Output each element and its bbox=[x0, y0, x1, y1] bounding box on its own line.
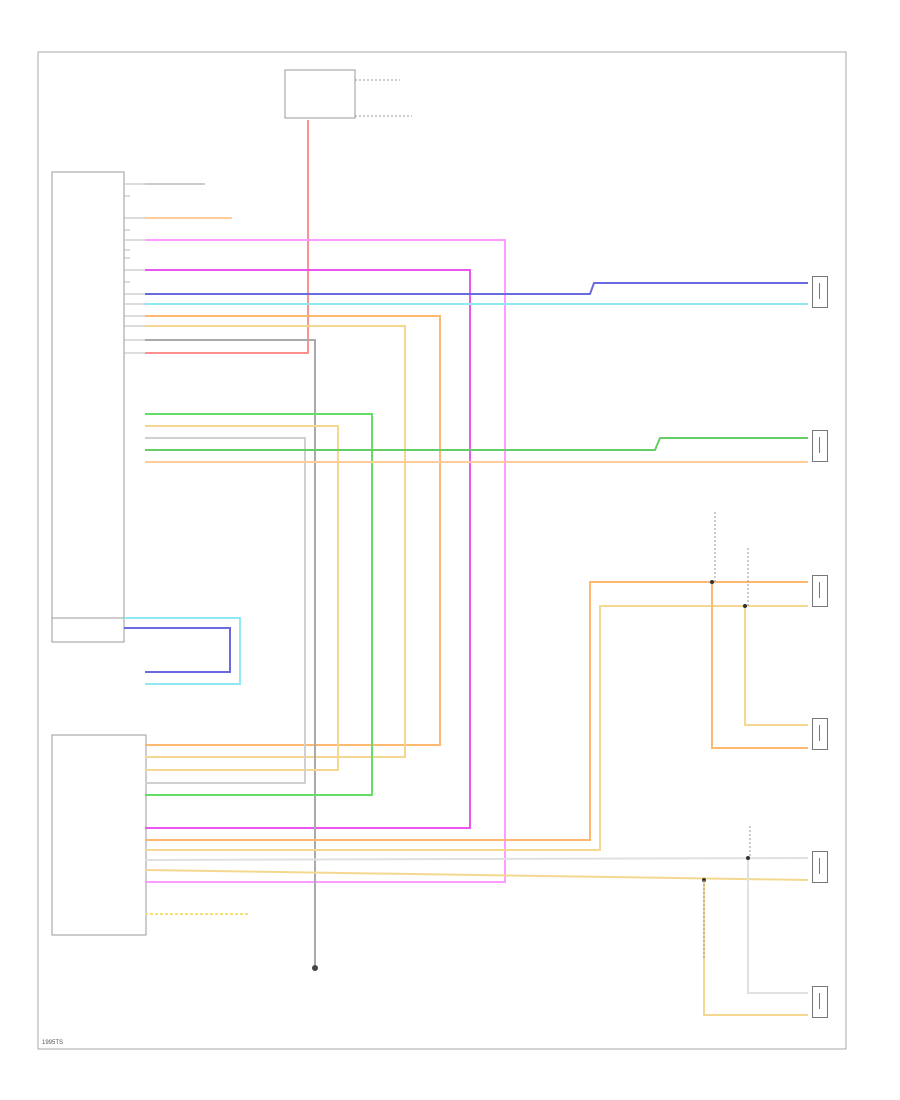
ignition-switch-box bbox=[284, 69, 356, 119]
wire-pink-outer bbox=[145, 239, 506, 883]
speaker-left-rear-lower bbox=[812, 986, 828, 1018]
speaker-left-front bbox=[812, 276, 828, 308]
wire-green-mid bbox=[145, 413, 373, 796]
wire-tan-rear-left bbox=[144, 869, 809, 1016]
speaker-right-rear-lower bbox=[812, 718, 828, 750]
splice-dot bbox=[746, 856, 750, 860]
speaker-right-rear-upper bbox=[812, 575, 828, 607]
wire-tan-rear-right-2 bbox=[744, 606, 808, 726]
footer-code: 1995TS bbox=[42, 1040, 64, 1046]
pin-ticks bbox=[124, 183, 145, 354]
diagram-frame bbox=[37, 51, 847, 1050]
wire-blue-loop bbox=[124, 627, 231, 673]
splice-dot bbox=[743, 604, 747, 608]
ground-point bbox=[312, 965, 318, 971]
wire-tan-1 bbox=[145, 325, 406, 758]
wire-blue-front bbox=[145, 282, 808, 295]
wire-green-front-right bbox=[145, 437, 808, 451]
wire-tan-2 bbox=[145, 425, 339, 771]
wire-cyan-loop bbox=[124, 617, 241, 685]
wire-orange-rear-right bbox=[145, 581, 808, 841]
wire-lightgrey-rear-left bbox=[144, 857, 809, 994]
splice-dot bbox=[710, 580, 714, 584]
wire-grey-ground bbox=[145, 339, 316, 965]
speaker-left-rear-upper bbox=[812, 851, 828, 883]
wire-orange-1 bbox=[145, 315, 441, 746]
radio-box bbox=[51, 171, 125, 643]
radio-control-box bbox=[51, 734, 147, 936]
wire-lightgrey-2 bbox=[145, 437, 306, 784]
wire-magenta-inner bbox=[145, 269, 471, 829]
wire-orange-rear-right-2 bbox=[711, 582, 808, 749]
wire-tan-rear-right bbox=[145, 605, 808, 851]
speaker-right-front bbox=[812, 430, 828, 462]
wire-red-vertical bbox=[145, 120, 309, 354]
